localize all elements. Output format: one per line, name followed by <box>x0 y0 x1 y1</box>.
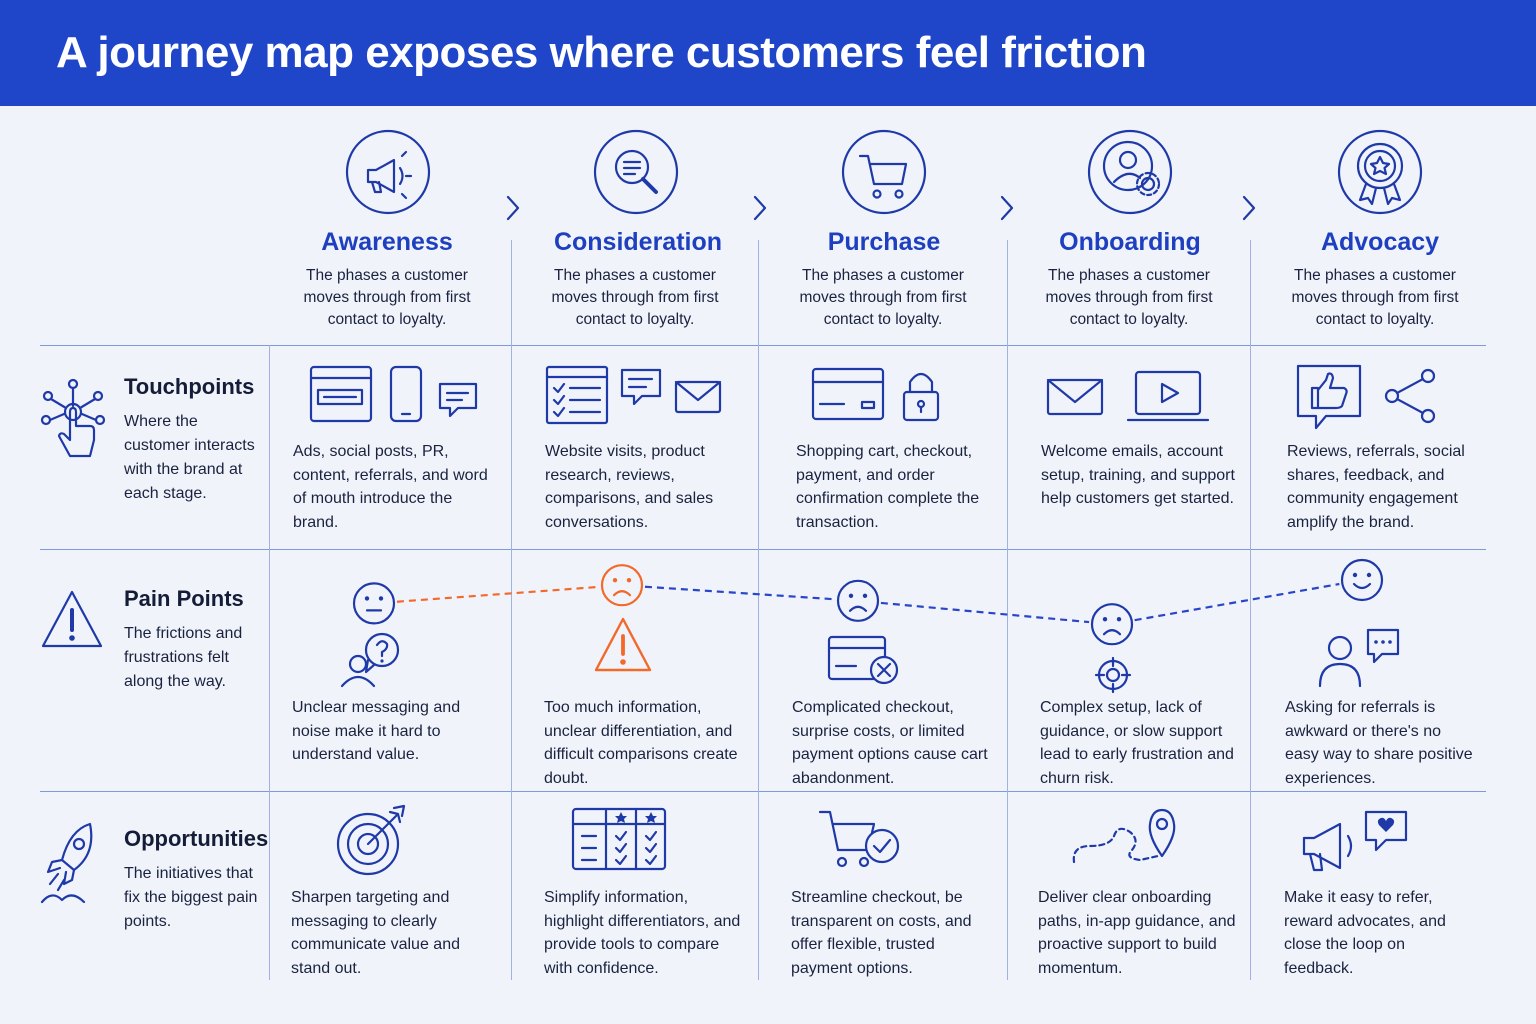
face-happy-icon <box>1340 558 1384 602</box>
divider-row-3 <box>40 791 1486 792</box>
video-laptop-icon <box>1126 370 1210 422</box>
row-title: Pain Points <box>124 586 244 611</box>
share-icon <box>1384 368 1436 424</box>
row-label-pain-points: Pain Points The frictions and frustratio… <box>124 586 264 694</box>
stage-description: The phases a customer moves through from… <box>1045 267 1213 328</box>
award-badge-icon <box>1337 129 1423 215</box>
opportunity-text-consideration: Simplify information, highlight differen… <box>544 889 741 977</box>
mail-icon <box>1046 378 1104 416</box>
touchpoint-icons-awareness <box>309 365 478 423</box>
stage-title-purchase: Purchase <box>827 228 941 256</box>
row-title: Opportunities <box>124 826 269 851</box>
row-description: Where the customer interacts with the br… <box>124 413 255 502</box>
divider-col-0 <box>269 345 270 980</box>
chat-bubble-icon <box>620 368 662 406</box>
touchpoint-text-advocacy: Reviews, referrals, social shares, feedb… <box>1287 443 1465 531</box>
face-neutral-icon <box>352 582 396 625</box>
emotion-curve-segment <box>1134 582 1340 622</box>
divider-col-4 <box>1250 240 1251 980</box>
face-sad-icon <box>600 564 644 607</box>
user-gear-icon <box>1087 129 1173 215</box>
opportunity-text-onboarding: Deliver clear onboarding paths, in-app g… <box>1038 889 1236 977</box>
person-chat-icon <box>1318 628 1400 688</box>
megaphone-icon <box>345 129 431 215</box>
chat-bubble-icon <box>438 382 478 418</box>
credit-card-icon <box>811 367 885 421</box>
lock-icon <box>902 372 940 422</box>
touchpoint-icons-purchase <box>811 367 940 422</box>
touchpoint-icons-onboarding <box>1046 370 1210 422</box>
emotion-curve-segment <box>644 585 836 601</box>
row-description: The frictions and frustrations felt alon… <box>124 625 243 690</box>
opportunity-text-advocacy: Make it easy to refer, reward advocates,… <box>1284 889 1446 977</box>
target-arrow-icon <box>336 804 406 876</box>
thumbs-up-icon <box>1296 364 1362 430</box>
divider-col-2 <box>758 240 759 980</box>
divider-row-2 <box>40 549 1486 550</box>
pain-point-text-consideration: Too much information, unclear differenti… <box>544 699 738 787</box>
opportunity-text-purchase: Streamline checkout, be transparent on c… <box>791 889 972 977</box>
target-icon <box>1094 656 1132 694</box>
divider-col-3 <box>1007 240 1008 980</box>
cart-icon <box>841 129 927 215</box>
pain-point-text-advocacy: Asking for referrals is awkward or there… <box>1285 699 1473 787</box>
pain-point-text-awareness: Unclear messaging and noise make it hard… <box>292 699 461 763</box>
checklist-icon <box>545 365 609 425</box>
chevron-right-icon <box>753 195 767 221</box>
phone-icon <box>389 365 423 423</box>
pain-point-text-purchase: Complicated checkout, surprise costs, or… <box>792 699 988 787</box>
warning-icon <box>41 590 103 648</box>
chevron-right-icon <box>1242 195 1256 221</box>
emotion-curve-segment <box>880 601 1090 624</box>
warning-icon <box>594 617 652 672</box>
pain-point-text-onboarding: Complex setup, lack of guidance, or slow… <box>1040 699 1234 787</box>
emotion-curve-segment <box>396 585 600 603</box>
stage-description: The phases a customer moves through from… <box>551 267 719 328</box>
rocket-icon <box>40 822 93 904</box>
stage-title-consideration: Consideration <box>553 228 723 256</box>
comparison-table-icon <box>571 807 667 871</box>
megaphone-heart-icon <box>1302 810 1408 872</box>
touch-network-icon <box>40 378 106 458</box>
touchpoint-text-consideration: Website visits, product research, review… <box>545 443 714 531</box>
route-pin-icon <box>1072 808 1176 864</box>
touchpoint-text-purchase: Shopping cart, checkout, payment, and or… <box>796 443 980 531</box>
mail-icon <box>674 380 722 414</box>
chevron-right-icon <box>506 195 520 221</box>
row-title: Touchpoints <box>124 374 255 399</box>
magnifier-icon <box>593 129 679 215</box>
cart-check-icon <box>818 810 900 868</box>
stage-title-awareness: Awareness <box>321 228 453 256</box>
touchpoint-icons-consideration <box>545 365 722 425</box>
opportunity-text-awareness: Sharpen targeting and messaging to clear… <box>291 889 460 977</box>
divider-col-1 <box>511 240 512 980</box>
row-description: The initiatives that fix the biggest pai… <box>124 865 258 930</box>
divider-row-1 <box>40 345 1486 346</box>
card-declined-icon <box>827 635 899 685</box>
header-banner: A journey map exposes where customers fe… <box>0 0 1536 106</box>
chevron-right-icon <box>1000 195 1014 221</box>
touchpoint-text-onboarding: Welcome emails, account setup, training,… <box>1041 443 1235 507</box>
stage-description: The phases a customer moves through from… <box>1291 267 1459 328</box>
row-label-opportunities: Opportunities The initiatives that fix t… <box>124 826 269 934</box>
touchpoint-text-awareness: Ads, social posts, PR, content, referral… <box>293 443 488 531</box>
face-sad-icon <box>836 579 880 622</box>
stage-title-onboarding: Onboarding <box>1059 228 1201 256</box>
confused-person-icon <box>340 632 400 688</box>
page-title: A journey map exposes where customers fe… <box>56 28 1147 77</box>
stage-description: The phases a customer moves through from… <box>799 267 967 328</box>
browser-ad-icon <box>309 365 373 423</box>
stage-title-advocacy: Advocacy <box>1320 228 1440 256</box>
touchpoint-icons-advocacy <box>1296 364 1436 430</box>
stage-description: The phases a customer moves through from… <box>303 267 471 328</box>
row-label-touchpoints: Touchpoints Where the customer interacts… <box>124 374 264 506</box>
face-sad-icon <box>1090 603 1134 646</box>
